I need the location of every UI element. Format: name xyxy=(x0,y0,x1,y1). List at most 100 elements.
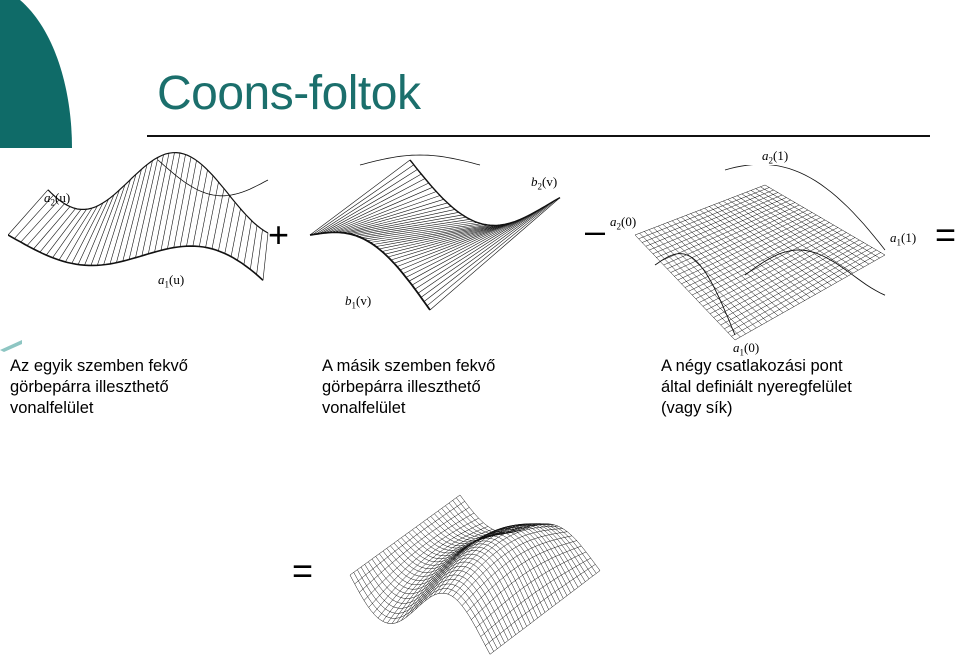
grid-line-u xyxy=(727,249,877,333)
ruling-line xyxy=(160,152,181,251)
label-b2v: b2(v) xyxy=(531,174,558,192)
ruling-line xyxy=(339,202,448,233)
ruling-line xyxy=(20,199,60,243)
ruling-line xyxy=(336,199,444,233)
ruling-line xyxy=(167,154,186,249)
ruling-line xyxy=(154,152,175,253)
ruling-line xyxy=(122,164,148,262)
ruling-line xyxy=(128,160,153,260)
grid-line-v xyxy=(713,204,827,289)
caption-third-line-2: által definiált nyeregfelület xyxy=(661,378,852,396)
ruled-surface-u xyxy=(8,151,269,281)
grid-line-u xyxy=(734,254,886,341)
curve-a1 xyxy=(8,234,264,281)
ruling-line xyxy=(103,179,131,265)
ruling-line xyxy=(426,199,557,307)
mesh-line-u xyxy=(475,551,587,628)
mesh-line-u xyxy=(471,545,582,620)
ruling-line xyxy=(390,222,512,261)
grid-line-u xyxy=(716,242,864,322)
ruling-line xyxy=(46,209,82,256)
ruling-line xyxy=(384,224,504,255)
ruling-line xyxy=(342,206,452,234)
ruled-surface-v xyxy=(309,154,561,311)
mesh-line-v xyxy=(360,566,502,647)
ruling-line xyxy=(333,195,441,233)
label-a2-0: a2(0) xyxy=(610,214,637,232)
caption-third: A négy csatlakozási pont által definiált… xyxy=(661,356,852,419)
ruling-line xyxy=(408,212,534,282)
caption-first-line-3: vonalfelület xyxy=(10,399,94,417)
caption-first-line-2: görbepárra illeszthető xyxy=(10,378,169,396)
curve-a2 xyxy=(47,151,269,234)
grid-line-v xyxy=(704,208,816,295)
equals-operator-bottom: = xyxy=(292,550,314,591)
mesh-line-v xyxy=(448,502,590,580)
mesh-line-v xyxy=(456,497,597,574)
grid-line-u xyxy=(720,244,869,326)
curve-b2 xyxy=(409,159,561,227)
grid-line-u xyxy=(691,224,834,296)
accent-mark xyxy=(0,340,22,352)
grid-line-v xyxy=(736,195,854,274)
boundary-curve xyxy=(654,253,736,336)
ruling-line xyxy=(360,220,474,238)
ruling-line xyxy=(97,184,126,266)
grid-line-v xyxy=(718,202,832,286)
ruling-line xyxy=(179,160,197,247)
ruling-line xyxy=(348,212,459,235)
mesh-line-v xyxy=(390,545,531,624)
ruling-line xyxy=(65,205,98,263)
grid-line-v xyxy=(764,184,886,256)
ruling-line xyxy=(324,182,429,234)
mesh-line-u xyxy=(480,557,591,637)
label-a1-0: a1(0) xyxy=(733,340,760,358)
grid-line-v xyxy=(755,188,875,262)
grid-line-v xyxy=(741,193,859,271)
grid-line-v xyxy=(732,197,848,277)
caption-second-line-1: A másik szemben fekvő xyxy=(322,357,496,375)
mesh-line-v xyxy=(445,505,586,582)
ruling-line xyxy=(256,229,263,275)
ruling-line xyxy=(14,194,54,239)
label-a2-1: a2(1) xyxy=(762,148,789,166)
mesh-line-v xyxy=(349,574,491,655)
ruling-line xyxy=(315,169,418,235)
ruling-line xyxy=(52,209,87,258)
ruling-line xyxy=(26,203,65,246)
grid-line-u xyxy=(731,252,881,337)
minus-operator: – xyxy=(585,210,606,251)
ruling-line xyxy=(116,169,142,263)
ruling-line xyxy=(250,225,258,270)
mesh-line-u xyxy=(466,540,577,613)
ruling-line xyxy=(309,159,411,236)
plus-operator: + xyxy=(268,214,290,255)
mesh-line-u xyxy=(485,564,596,646)
grid-line-v xyxy=(723,200,837,283)
ruling-line xyxy=(396,219,519,267)
ruling-line xyxy=(71,202,104,264)
label-a2u: a2(u) xyxy=(44,190,71,208)
ruling-line xyxy=(327,187,433,233)
grid-line-u xyxy=(688,222,830,292)
grid-line-v xyxy=(746,191,864,268)
grid-line-v xyxy=(760,186,880,259)
ruling-line xyxy=(399,218,523,271)
ruling-line xyxy=(357,219,471,237)
ruling-line xyxy=(420,203,549,298)
ruling-line xyxy=(369,224,486,243)
title-underline xyxy=(147,135,930,137)
mesh-line-u xyxy=(489,570,601,655)
ruling-line xyxy=(109,174,137,264)
ruling-line xyxy=(414,208,542,290)
ruling-line xyxy=(366,223,482,241)
ruling-line xyxy=(351,214,463,235)
ruling-line xyxy=(381,224,501,252)
ruling-line xyxy=(211,188,225,249)
boundary-curve xyxy=(744,249,886,296)
ruling-line xyxy=(135,157,159,258)
ruling-line xyxy=(312,164,414,235)
mesh-line-v xyxy=(452,500,593,577)
ruling-line xyxy=(237,214,247,261)
caption-third-line-1: A négy csatlakozási pont xyxy=(661,357,843,375)
